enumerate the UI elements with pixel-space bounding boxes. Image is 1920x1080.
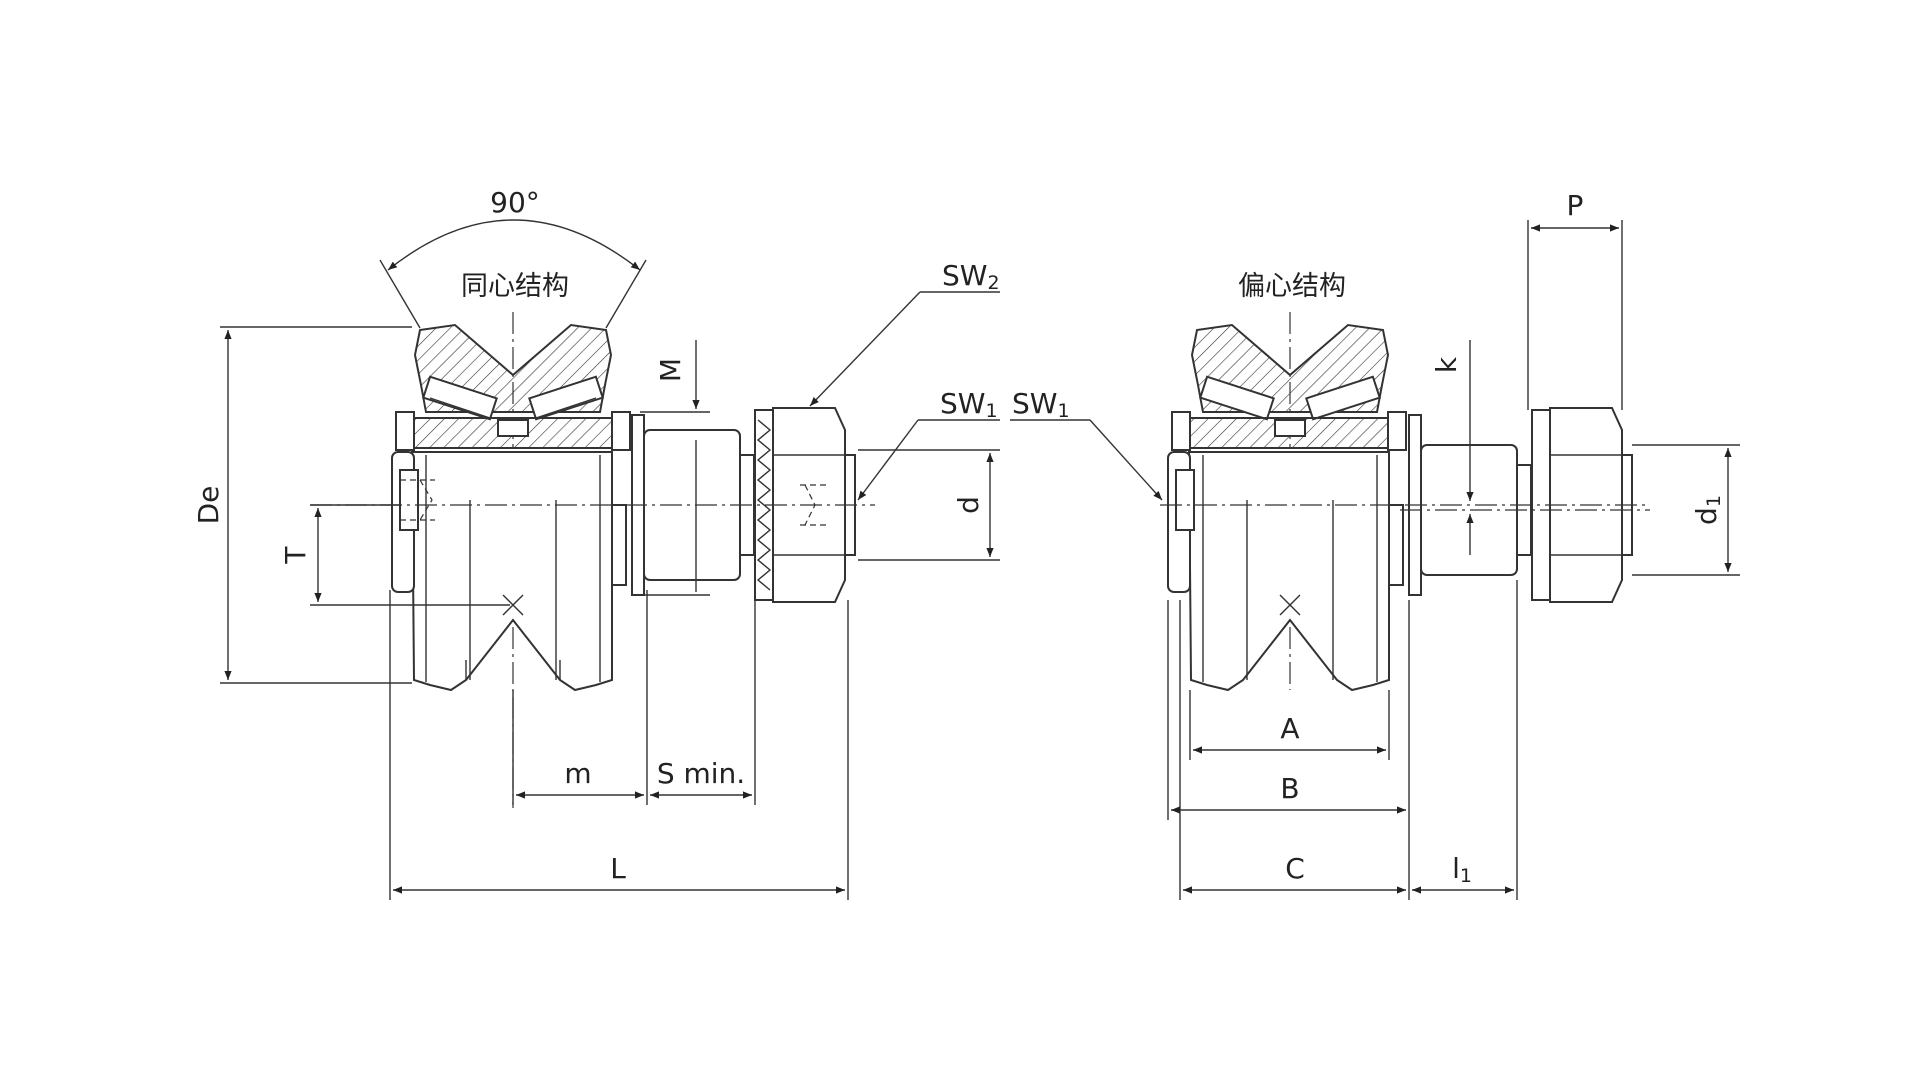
label-De: De — [192, 486, 225, 525]
ecc-hub-flange-right — [1387, 411, 1407, 451]
left-view-title: 同心结构 — [461, 271, 569, 302]
label-l1: l1 — [1452, 852, 1472, 887]
label-SW1-left: SW1 — [940, 387, 998, 422]
ecc-inner-cage — [1274, 419, 1306, 437]
ecc-hub-flange-left — [1171, 411, 1191, 451]
shaft — [643, 429, 741, 581]
leader-SW1-left — [857, 419, 919, 501]
label-T: T — [279, 546, 312, 565]
right-view-title: 偏心结构 — [1238, 271, 1346, 302]
label-d1: d1 — [1690, 495, 1725, 525]
ecc-left-set-screw — [1175, 469, 1195, 531]
label-B: B — [1280, 772, 1299, 805]
leader-SW2 — [809, 291, 921, 407]
left-set-screw — [399, 469, 419, 531]
label-SW1-right: SW1 — [1012, 387, 1070, 422]
ecc-right-spacer — [1388, 504, 1404, 586]
label-M: M — [654, 358, 687, 382]
hub-flange-left — [395, 411, 415, 451]
concentric-view: 90° 同心结构 De T M d SW2 SW1 — [192, 186, 1000, 900]
right-spacer-1 — [611, 504, 627, 586]
angle-arc — [387, 219, 641, 271]
wheel-body — [410, 451, 613, 692]
label-L: L — [610, 852, 626, 885]
label-C: C — [1285, 852, 1305, 885]
label-SW2: SW2 — [942, 259, 1000, 294]
inner-cage — [497, 419, 529, 437]
hub-flange-right — [611, 411, 631, 451]
ecc-tapered-rollers — [1199, 375, 1381, 421]
label-m: m — [564, 757, 591, 790]
label-k: k — [1430, 356, 1463, 373]
ecc-wheel-body — [1187, 451, 1390, 692]
leader-SW1-right — [1089, 419, 1163, 501]
angle-label: 90° — [490, 186, 540, 219]
label-d: d — [952, 496, 985, 514]
eccentric-view: 偏心结构 P k d1 SW1 A B C l1 — [1010, 189, 1740, 900]
label-A: A — [1280, 712, 1299, 745]
tapered-rollers — [422, 375, 604, 421]
label-P: P — [1567, 189, 1584, 222]
label-s-min: S min. — [657, 757, 745, 790]
